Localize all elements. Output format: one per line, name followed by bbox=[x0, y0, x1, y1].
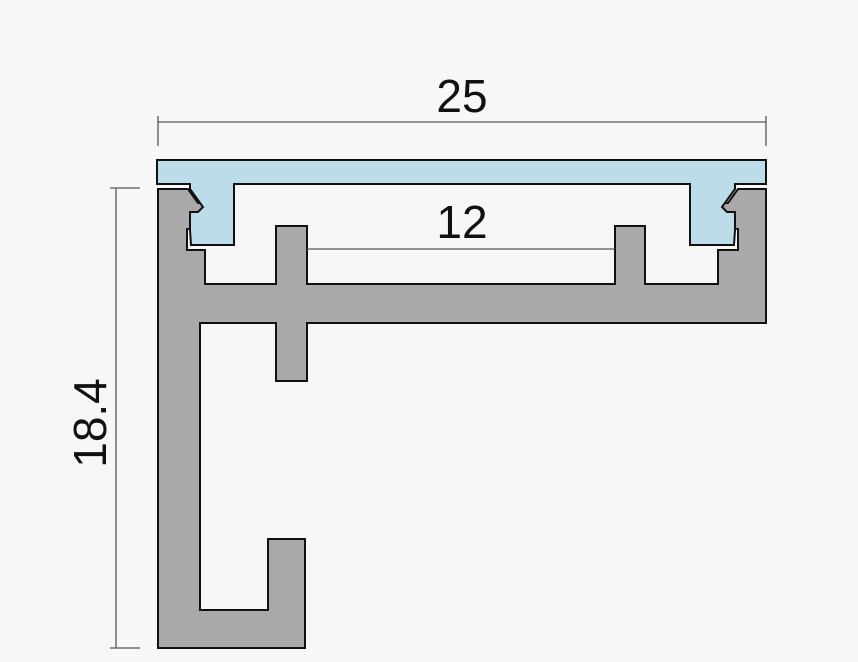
diffuser-cover bbox=[156, 159, 767, 246]
inner-width-label: 12 bbox=[436, 196, 487, 248]
overall-width-label: 25 bbox=[436, 70, 487, 122]
height-dimension: 18.4 bbox=[64, 187, 140, 649]
inner-width-dimension: 12 bbox=[307, 196, 615, 250]
aluminium-profile bbox=[157, 188, 767, 649]
height-label: 18.4 bbox=[64, 378, 116, 468]
overall-width-dimension: 25 bbox=[157, 70, 767, 146]
